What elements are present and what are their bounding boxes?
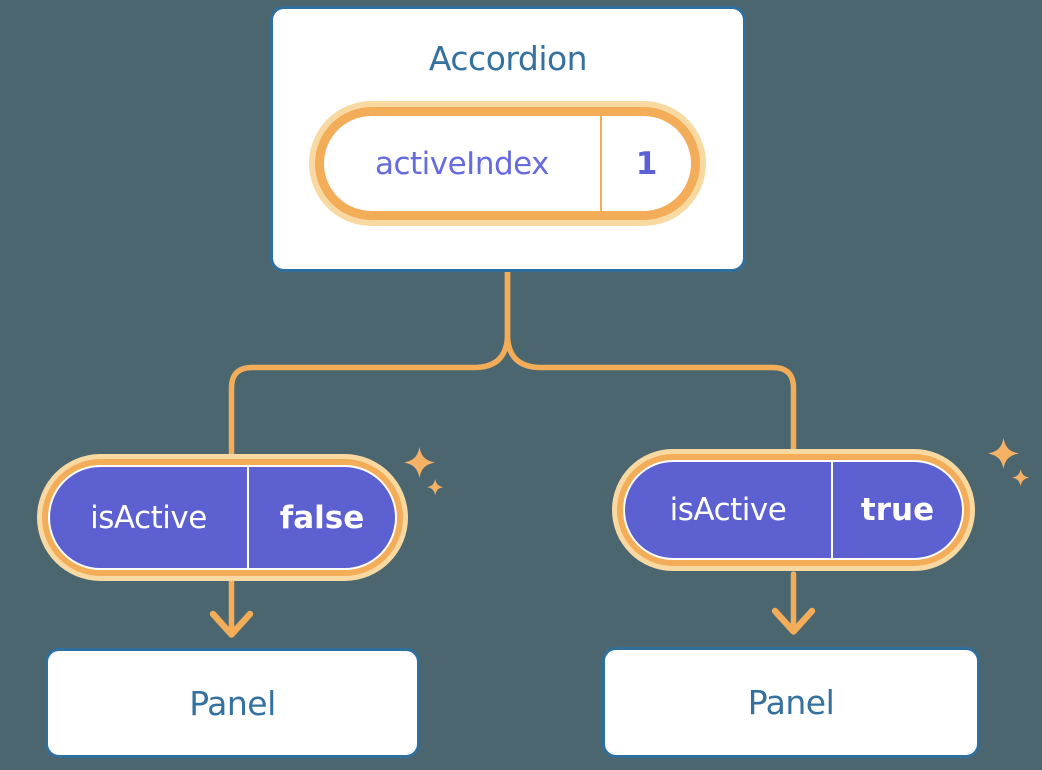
prop-name: isActive	[669, 492, 787, 528]
sparkle-icon-small	[427, 479, 444, 496]
panel-card-left: Panel	[45, 648, 420, 758]
panel-title: Panel	[747, 683, 835, 722]
tree-connector-right	[504, 268, 797, 453]
prop-value: true	[860, 492, 935, 528]
state-name: activeIndex	[374, 145, 550, 182]
pill-divider	[831, 462, 833, 558]
panel-card-right: Panel	[602, 647, 980, 758]
tree-connector-left	[228, 268, 511, 461]
sparkle-icon-large	[988, 438, 1019, 469]
active-index-state-pill: activeIndex 1	[315, 107, 700, 220]
prop-name: isActive	[90, 499, 207, 536]
arrow-right-head	[771, 607, 816, 635]
is-active-pill-right: isActive true	[623, 460, 964, 560]
pill-divider	[247, 467, 249, 568]
is-active-pill-left: isActive false	[48, 465, 397, 570]
prop-value: false	[279, 499, 365, 536]
accordion-title: Accordion	[428, 39, 588, 78]
pill-divider	[600, 116, 602, 211]
arrow-left-head	[209, 610, 254, 638]
state-value: 1	[635, 145, 658, 182]
sparkle-icon-small	[1012, 469, 1030, 487]
panel-title: Panel	[189, 683, 276, 723]
sparkle-icon-large	[404, 447, 435, 478]
